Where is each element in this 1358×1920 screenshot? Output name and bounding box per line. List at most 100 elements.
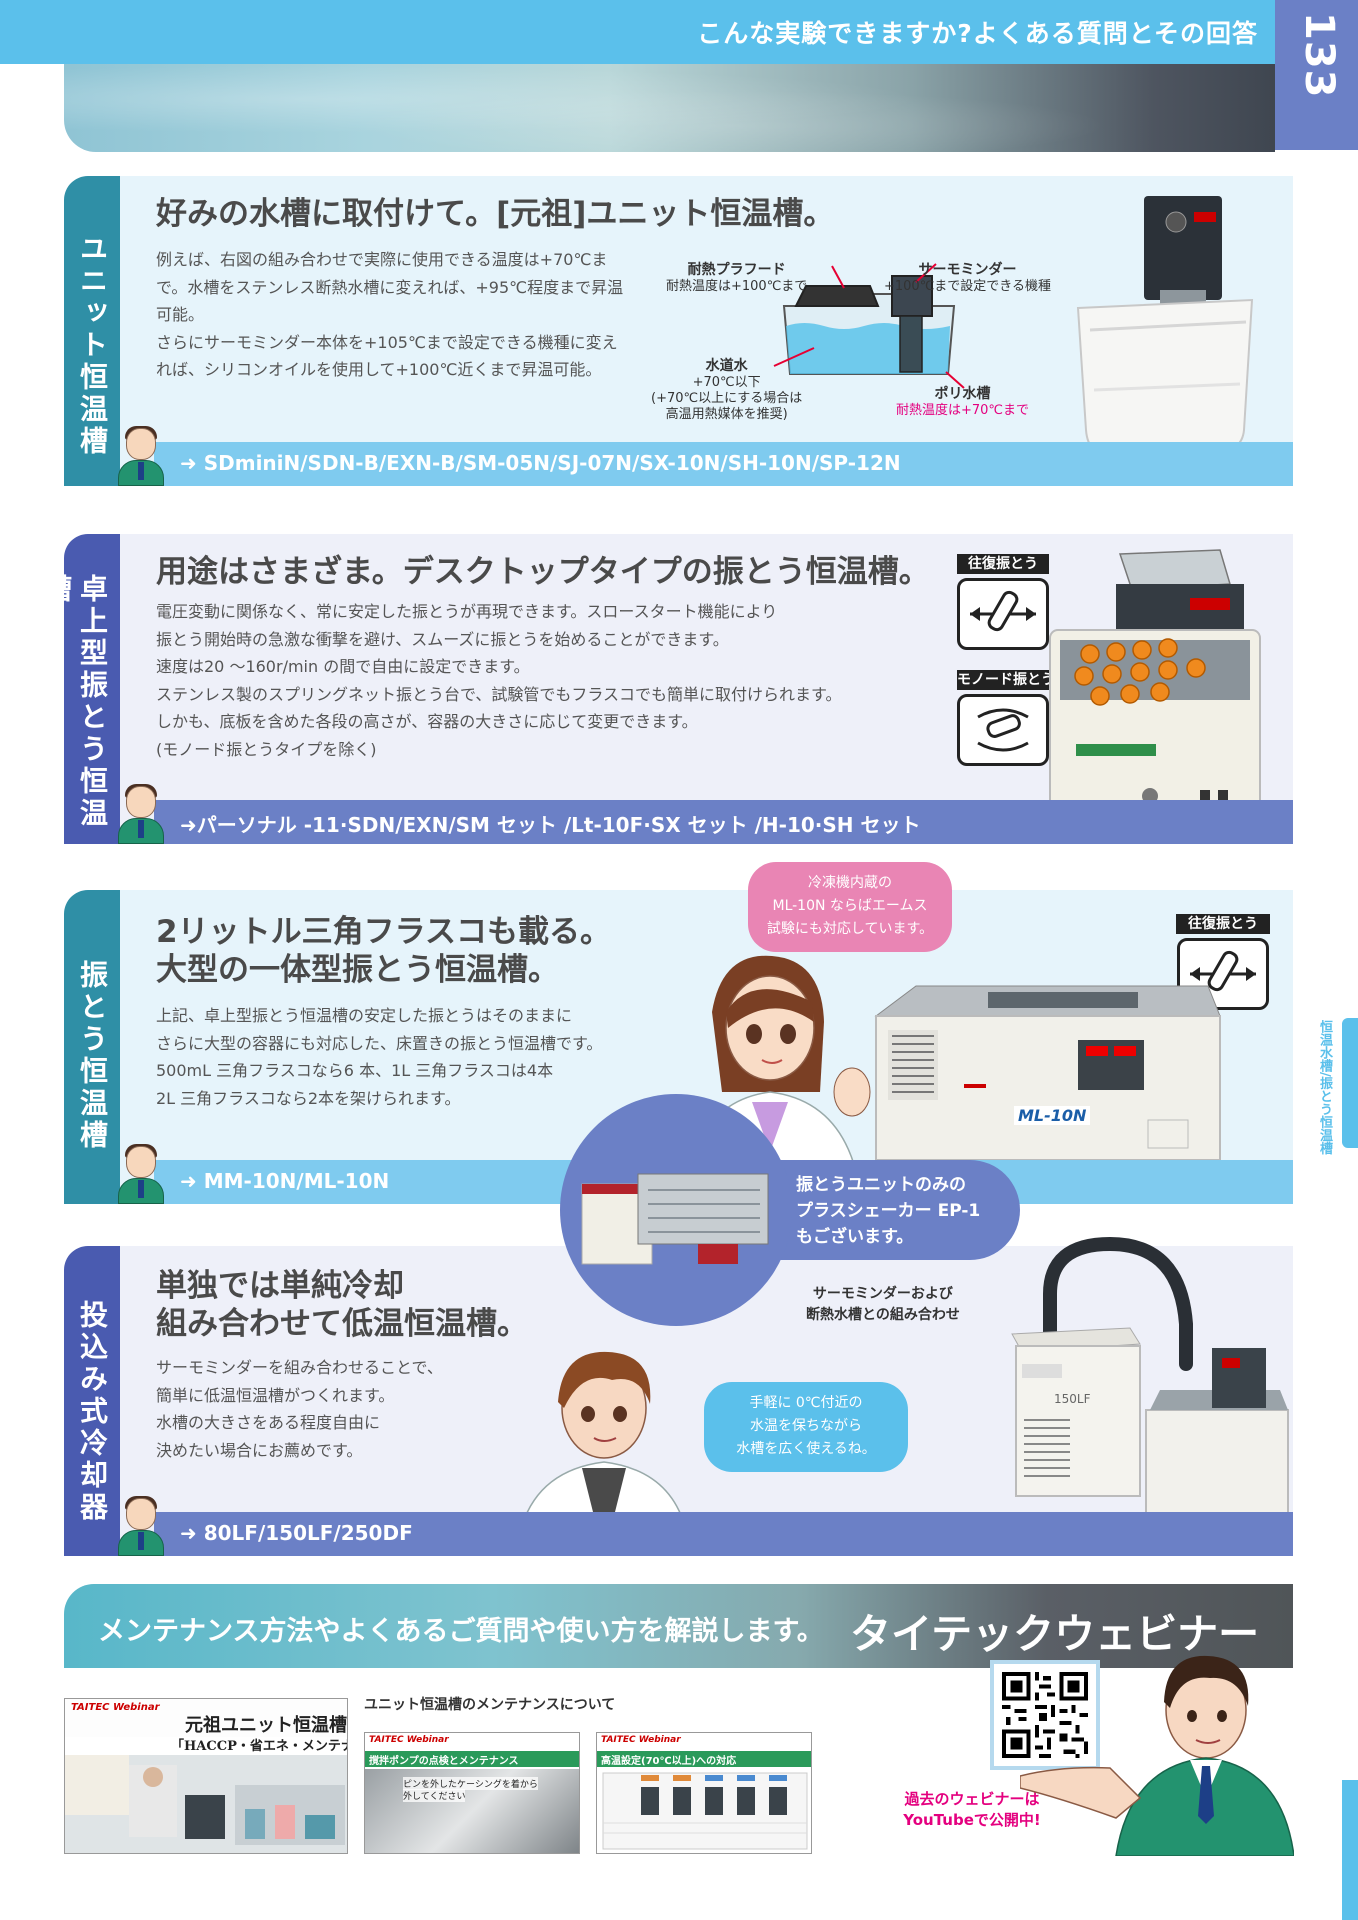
hood-label: 耐熱プラフード 耐熱温度は+100℃まで [666, 262, 807, 295]
section-title-line2: 組み合わせて低温恒温槽。 [156, 1306, 528, 1342]
body-line: 振とう開始時の急激な衝撃を避け、スムーズに振とうを始めることができます。 [156, 629, 729, 649]
body-line: ステンレス製のスプリングネット振とう台で、試験管でもフラスコでも簡単に取付けられ… [156, 684, 842, 704]
body-line: 水槽の大きさをある程度自由に [156, 1413, 381, 1432]
webinar-thumbnail-pump[interactable]: TAITEC Webinar 撹拌ポンプの点検とメンテナンス ピンを外したケーシ… [364, 1732, 580, 1854]
unit-bath-diagram [773, 263, 965, 389]
thermominder-note: +100℃まで設定できる機種 [884, 279, 1052, 294]
ep1-callout: 振とうユニットのみの プラスシェーカー EP-1 もございます。 [560, 1094, 1020, 1326]
thumbnail-title-line1: 元祖ユニット恒温槽 [185, 1715, 347, 1736]
poly-tank-note: 耐熱温度は+70℃まで [896, 403, 1030, 418]
thumbnail-heading: 撹拌ポンプの点検とメンテナンス [369, 1756, 519, 1767]
webinar-thumbnail-high-temp[interactable]: TAITEC Webinar 高温設定(70℃以上)への対応 [596, 1732, 812, 1854]
webinar-banner: メンテナンス方法やよくあるご質問や使い方を解説します。 タイテックウェビナー [64, 1584, 1293, 1668]
model-bar: ➜ SDminiN/SDN-B/EXN-B/SM-05N/SJ-07N/SX-1… [154, 442, 1293, 486]
water-note: (+70℃以上にする場合は [651, 391, 803, 406]
side-category-label: 恒温水槽/振とう恒温槽 [1317, 1020, 1332, 1155]
body-line: (モノード振とうタイプを除く) [156, 739, 377, 759]
side-category-tab[interactable] [1342, 1018, 1358, 1148]
thumbnail-brand-tag: TAITEC Webinar [71, 1702, 160, 1713]
body-line: 簡単に低温恒温槽がつくれます。 [156, 1385, 395, 1405]
thumbnail-brand-tag: TAITEC Webinar [369, 1735, 449, 1745]
bubble-line: 手軽に 0℃付近の [749, 1395, 863, 1411]
thumbnail-product-grid [602, 1772, 808, 1850]
thermominder-label: サーモミンダー +100℃まで設定できる機種 [884, 262, 1051, 295]
kid-character-icon [116, 784, 166, 844]
body-line: 決めたい場合にお薦めです。 [156, 1440, 363, 1460]
thumbnail-heading-band [365, 1751, 579, 1767]
section-tab: 投込み式冷却器 [64, 1246, 120, 1556]
ml-10n-product-photo [874, 985, 1221, 1161]
section-body: 例えば、右図の組み合わせで実際に使用できる温度は+70℃ま で。水槽をステンレス… [156, 246, 623, 384]
youtube-qr-code[interactable] [990, 1660, 1100, 1770]
speech-bubble-ames: 冷凍機内蔵の ML-10N ならばエームス 試験にも対応しています。 [748, 862, 952, 952]
desktop-shaker-product-photo [1049, 549, 1261, 825]
body-line: 電圧変動に関係なく、常に安定した振とうが再現できます。スロースタート機能により [156, 602, 778, 621]
section-body: 上記、卓上型振とう恒温槽の安定した振とうはそのままに さらに大型の容器にも対応し… [156, 1002, 602, 1112]
section-title: 用途はさまざま。デスクトップタイプの振とう恒温槽。 [156, 554, 930, 590]
kid-character-icon [116, 426, 166, 486]
section-tab: 卓上型振とう恒温槽 [40, 534, 120, 844]
side-edge-tab [1342, 1780, 1358, 1920]
youtube-note: 過去のウェビナーは YouTubeで公開中! [892, 1789, 1052, 1831]
section-unit-bath: ユニット恒温槽 好みの水槽に取付けて。[元祖]ユニット恒温槽。 例えば、右図の組… [64, 176, 1293, 486]
body-line: しかも、底板を含めた各段の高さが、容器の大きさに応じて変更できます。 [156, 712, 698, 731]
combo-note-line: 断熱水槽との組み合わせ [806, 1307, 960, 1323]
body-line: れば、シリコンオイルを使用して+100℃近くまで昇温可能。 [156, 360, 602, 379]
section-title-line1: 2リットル三角フラスコも載る。 [156, 914, 611, 950]
thumbnail-lab-scene [65, 1755, 347, 1853]
presenter-man-illustration [1020, 1655, 1294, 1856]
thumbnail-heading: 高温設定(70℃以上)への対応 [601, 1756, 737, 1767]
monode-shake-icon [957, 694, 1049, 766]
header-bar [0, 0, 1275, 64]
section-body: サーモミンダーを組み合わせることで、 簡単に低温恒温槽がつくれます。 水槽の大き… [156, 1354, 443, 1464]
section-title-line2: 大型の一体型振とう恒温槽。 [156, 952, 559, 988]
section-desktop-shaker: 卓上型振とう恒温槽 用途はさまざま。デスクトップタイプの振とう恒温槽。 電圧変動… [40, 534, 1293, 844]
section-title-line1: 単独では単純冷却 [156, 1268, 404, 1304]
kid-character-icon [116, 1144, 166, 1204]
combo-note-line: サーモミンダーおよび [812, 1286, 953, 1302]
bubble-line: ML-10N ならばエームス [772, 898, 928, 914]
body-line: で。水槽をステンレス断熱水槽に変えれば、+95℃程度まで昇温 [156, 277, 624, 297]
section-title: 好みの水槽に取付けて。[元祖]ユニット恒温槽。 [156, 196, 835, 232]
webinar-banner-text: メンテナンス方法やよくあるご質問や使い方を解説します。 [98, 1616, 824, 1647]
poly-tank-label: ポリ水槽 耐熱温度は+70℃まで [896, 386, 1029, 419]
water-note: +70℃以下 [692, 375, 761, 390]
section-tab: ユニット恒温槽 [64, 176, 120, 486]
model-bar: ➜パーソナル -11·SDN/EXN/SM セット /Lt-10F·SX セット… [154, 800, 1293, 844]
thumbnail-heading-band [597, 1751, 811, 1767]
water-note: 高温用熱媒体を推奨) [665, 407, 788, 422]
speech-bubble-cooler: 手軽に 0℃付近の 水温を保ちながら 水槽を広く使えるね。 [704, 1382, 908, 1472]
webinar-subtitle: ユニット恒温槽のメンテナンスについて [364, 1697, 616, 1713]
bubble-line: 水温を保ちながら [750, 1418, 862, 1434]
thumbnail-note-line2: 外してください [403, 1789, 466, 1802]
reciprocal-shake-icon [957, 578, 1049, 650]
cooler-product-photo [1011, 1236, 1289, 1521]
ml-10n-device-label: ML-10N [1014, 1106, 1091, 1125]
section-tab-label: 投込み式冷却器 [76, 1300, 109, 1524]
webinar-thumbnail-hero[interactable]: TAITEC Webinar 元祖ユニット恒温槽 「HACCP・省エネ・メンテナ… [64, 1698, 348, 1854]
hood-note: 耐熱温度は+100℃まで [666, 279, 808, 294]
hood-title: 耐熱プラフード [687, 262, 786, 278]
body-line: 500mL 三角フラスコなら6 本、1L 三角フラスコは4本 [156, 1061, 554, 1080]
water-title: 水道水 [705, 358, 748, 374]
ep1-line: 振とうユニットのみの [796, 1175, 966, 1195]
page-title: こんな実験できますか?よくある質問とその回答 [697, 19, 1258, 48]
combo-note: サーモミンダーおよび 断熱水槽との組み合わせ [806, 1284, 960, 1326]
model-list: ➜ 80LF/150LF/250DF [180, 1521, 413, 1545]
model-list: ➜パーソナル -11·SDN/EXN/SM セット /Lt-10F·SX セット… [180, 813, 921, 837]
model-list: ➜ MM-10N/ML-10N [180, 1169, 390, 1193]
section-tab-label: 振とう恒温槽 [76, 960, 109, 1152]
page-number: 133 [1296, 12, 1342, 99]
ep1-product-photo [581, 1173, 769, 1265]
monode-shake-caption: モノード振とう [957, 670, 1055, 690]
ep1-line: もございます。 [796, 1227, 914, 1247]
webinar-brand: タイテックウェビナー [850, 1610, 1260, 1658]
water-label: 水道水 +70℃以下 (+70℃以上にする場合は 高温用熱媒体を推奨) [651, 358, 802, 423]
kid-character-icon [116, 1496, 166, 1556]
youtube-note-line: YouTubeで公開中! [903, 1811, 1041, 1829]
section-body: 電圧変動に関係なく、常に安定した振とうが再現できます。スロースタート機能により … [156, 598, 841, 763]
reciprocal-shake-caption: 往復振とう [957, 554, 1049, 574]
reciprocal-shake-caption: 往復振とう [1176, 914, 1270, 934]
body-line: さらにサーモミンダー本体を+105℃まで設定できる機種に変え [156, 332, 618, 352]
page-number-tab [1275, 0, 1358, 150]
